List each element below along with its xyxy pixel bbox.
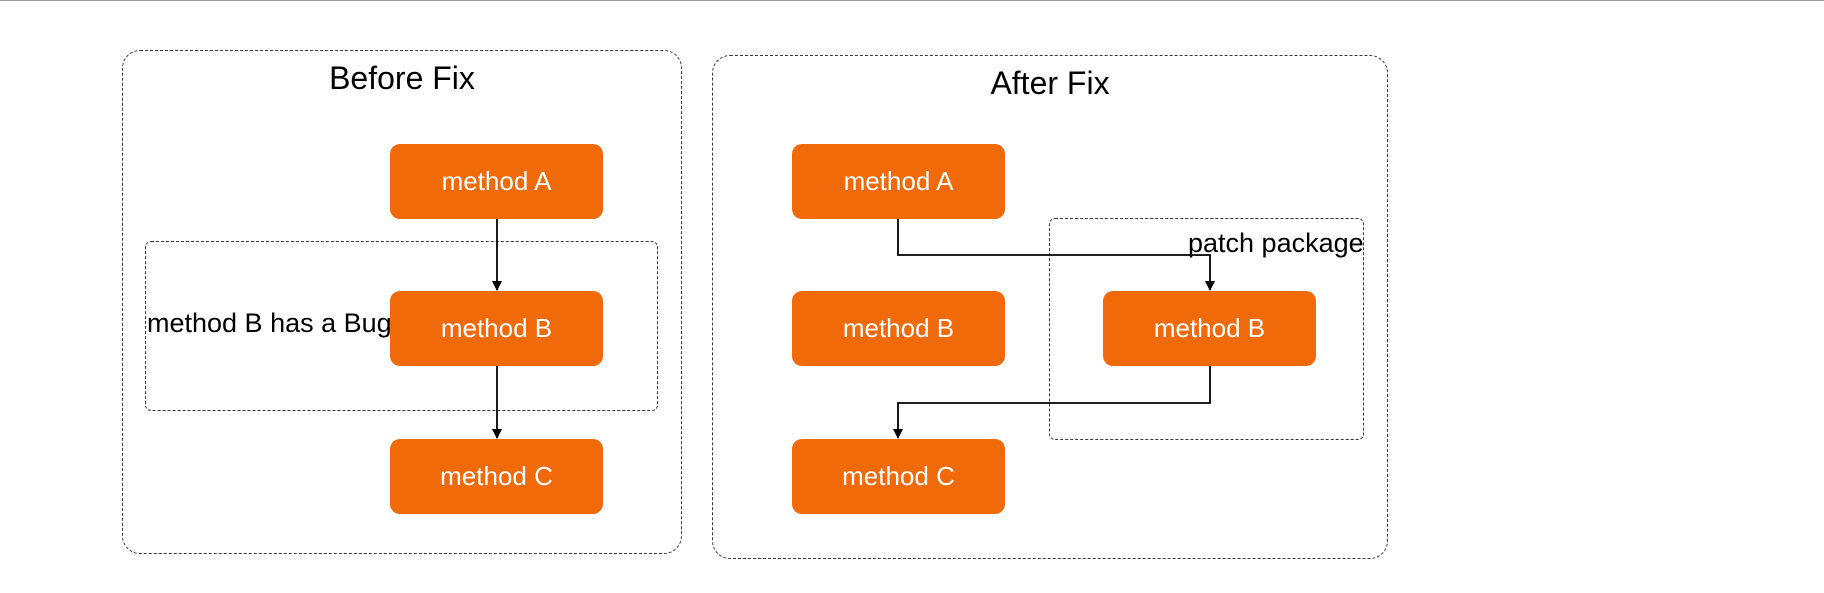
before-method-c-box: method C <box>390 439 603 514</box>
before-fix-title: Before Fix <box>329 60 475 96</box>
after-fix-title: After Fix <box>990 65 1110 101</box>
patch-package-region <box>1049 218 1364 440</box>
bug-region <box>145 241 658 411</box>
after-fix-panel <box>712 55 1388 559</box>
arrow-patch-b-to-c <box>893 366 1211 439</box>
before-method-b-box: method B <box>390 291 603 366</box>
bug-note: method B has a Bug <box>147 308 392 338</box>
before-fix-panel <box>122 50 682 554</box>
after-method-b-box: method B <box>792 291 1005 366</box>
before-method-a-box: method A <box>390 144 603 219</box>
arrow-a-to-patch-b <box>897 219 1215 291</box>
patch-method-b-box: method B <box>1103 291 1316 366</box>
after-method-a-box: method A <box>792 144 1005 219</box>
patch-package-label: patch package <box>1188 228 1364 258</box>
after-method-c-box: method C <box>792 439 1005 514</box>
